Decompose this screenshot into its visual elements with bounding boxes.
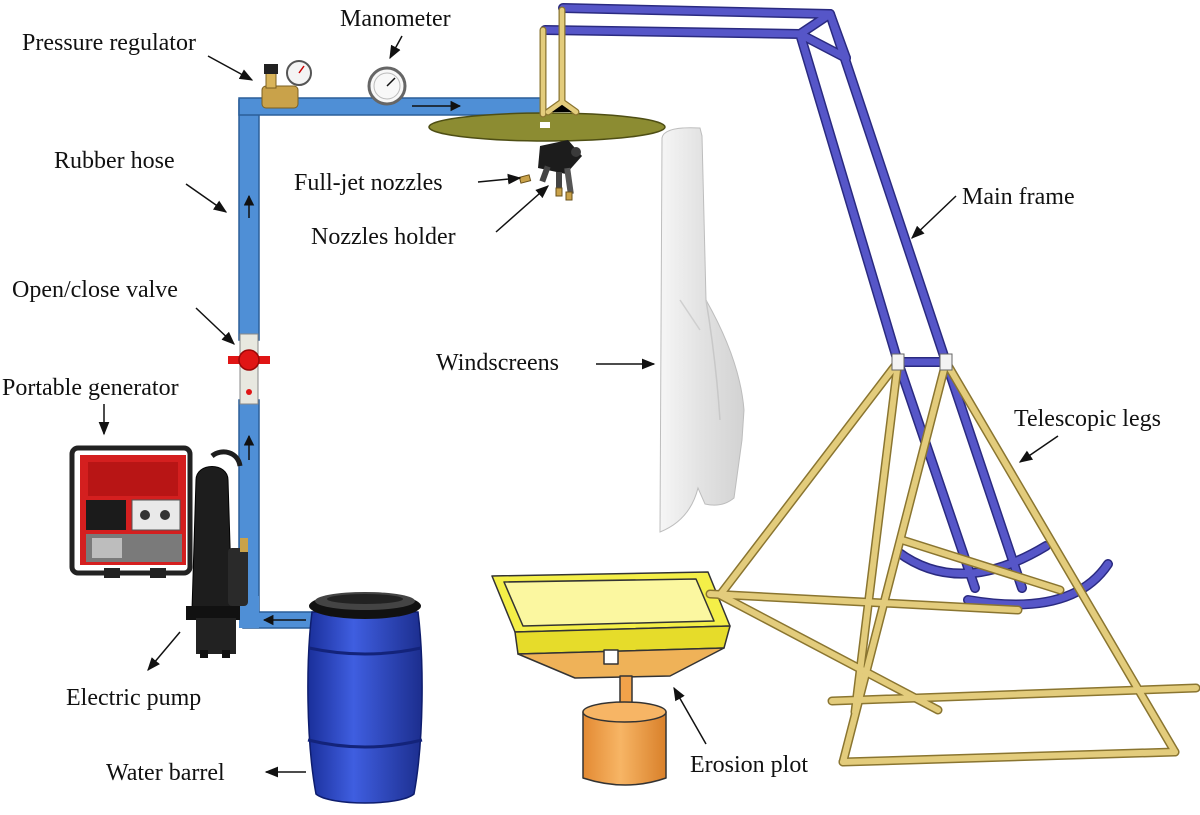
label-erosion-plot: Erosion plot <box>690 752 808 778</box>
electric-pump <box>186 449 248 658</box>
labels: Manometer Pressure regulator Rubber hose… <box>2 6 1161 786</box>
manometer <box>367 66 407 106</box>
label-full-jet-nozzles: Full-jet nozzles <box>294 170 443 196</box>
label-water-barrel: Water barrel <box>106 760 225 786</box>
nozzle-disk <box>428 112 666 142</box>
windscreen <box>659 127 745 533</box>
main-frame <box>540 3 1113 610</box>
leader-arrows <box>98 35 1059 778</box>
label-rubber-hose: Rubber hose <box>54 148 175 174</box>
label-pressure-regulator: Pressure regulator <box>22 30 196 56</box>
label-telescopic-legs: Telescopic legs <box>1014 406 1161 432</box>
label-electric-pump: Electric pump <box>66 685 201 711</box>
label-nozzles-holder: Nozzles holder <box>311 224 456 250</box>
nozzles-holder <box>538 140 582 195</box>
flow-arrows <box>243 100 462 626</box>
label-open-close-valve: Open/close valve <box>12 277 178 303</box>
label-manometer: Manometer <box>340 6 451 32</box>
label-main-frame: Main frame <box>962 184 1075 210</box>
disk-hanger <box>539 6 580 118</box>
erosion-plot <box>491 571 731 786</box>
pressure-regulator <box>261 60 312 109</box>
label-windscreens: Windscreens <box>436 350 559 376</box>
label-portable-generator: Portable generator <box>2 375 179 401</box>
open-close-valve <box>228 333 270 405</box>
portable-generator <box>69 445 193 578</box>
water-barrel <box>307 592 423 804</box>
telescopic-legs <box>705 353 1200 767</box>
